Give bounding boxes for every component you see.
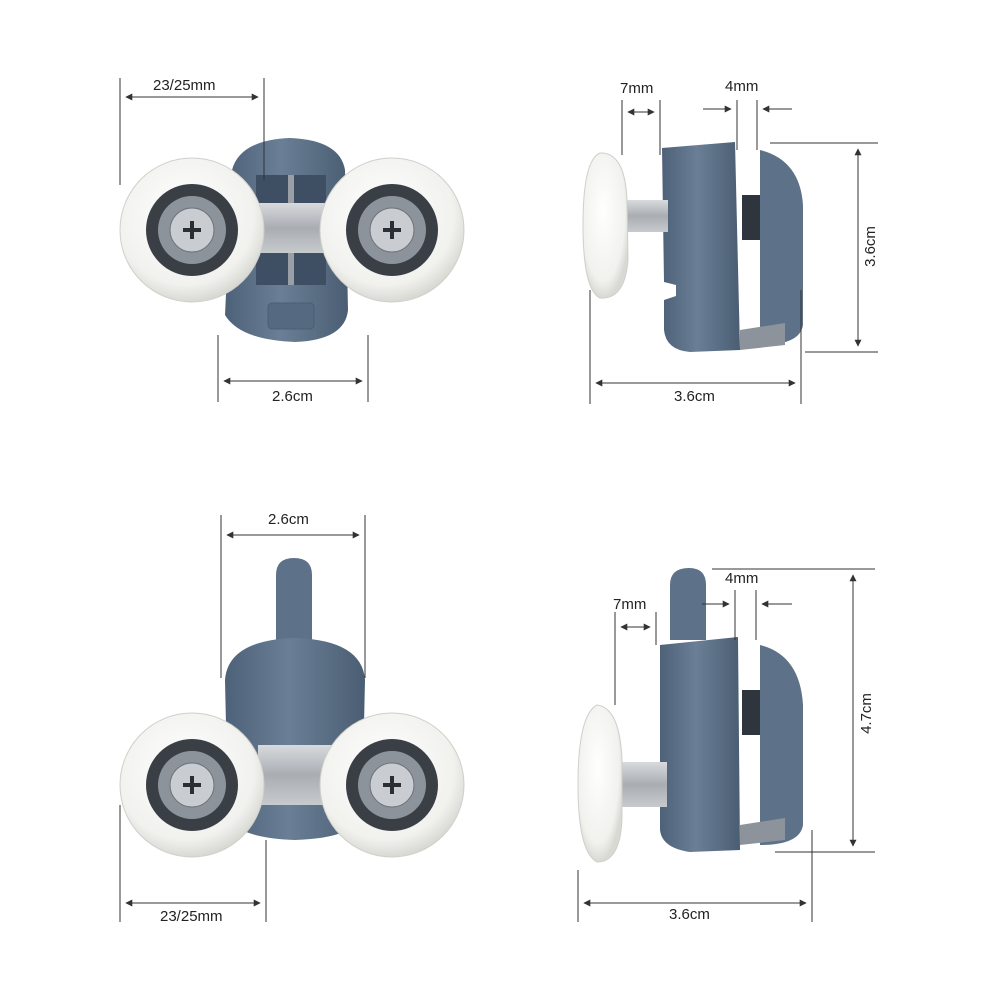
roller-side-profile-icon <box>582 142 803 352</box>
top-side-height-dimension: 3.6cm <box>861 226 879 267</box>
bottom-side-gap-right-dimension: 4mm <box>725 570 759 587</box>
bottom-side-gap-left-dimension: 7mm <box>613 596 647 613</box>
top-side-dimension-lines <box>589 100 878 404</box>
top-front-width-dimension: 2.6cm <box>272 388 313 405</box>
top-front-view <box>119 78 465 402</box>
bottom-side-view <box>577 568 875 922</box>
top-side-view <box>582 100 878 404</box>
top-side-depth-dimension: 3.6cm <box>674 388 715 405</box>
bottom-front-wheel-dimension: 23/25mm <box>160 908 223 925</box>
top-side-gap-left-dimension: 7mm <box>620 80 654 97</box>
top-front-dimension-lines <box>119 78 369 402</box>
double-wheel-roller-front-icon <box>119 138 465 342</box>
bottom-front-width-dimension: 2.6cm <box>268 511 309 528</box>
top-side-gap-right-dimension: 4mm <box>725 78 759 95</box>
bottom-side-height-dimension: 4.7cm <box>857 693 875 734</box>
bottom-front-view <box>119 515 465 922</box>
bottom-side-depth-dimension: 3.6cm <box>669 906 710 923</box>
bottom-side-dimension-lines <box>577 568 875 922</box>
roller-with-stud-side-profile-icon <box>577 568 803 863</box>
double-wheel-roller-with-stud-front-icon <box>119 558 465 858</box>
bottom-front-dimension-lines <box>119 515 366 922</box>
top-front-wheel-dimension: 23/25mm <box>153 77 216 94</box>
